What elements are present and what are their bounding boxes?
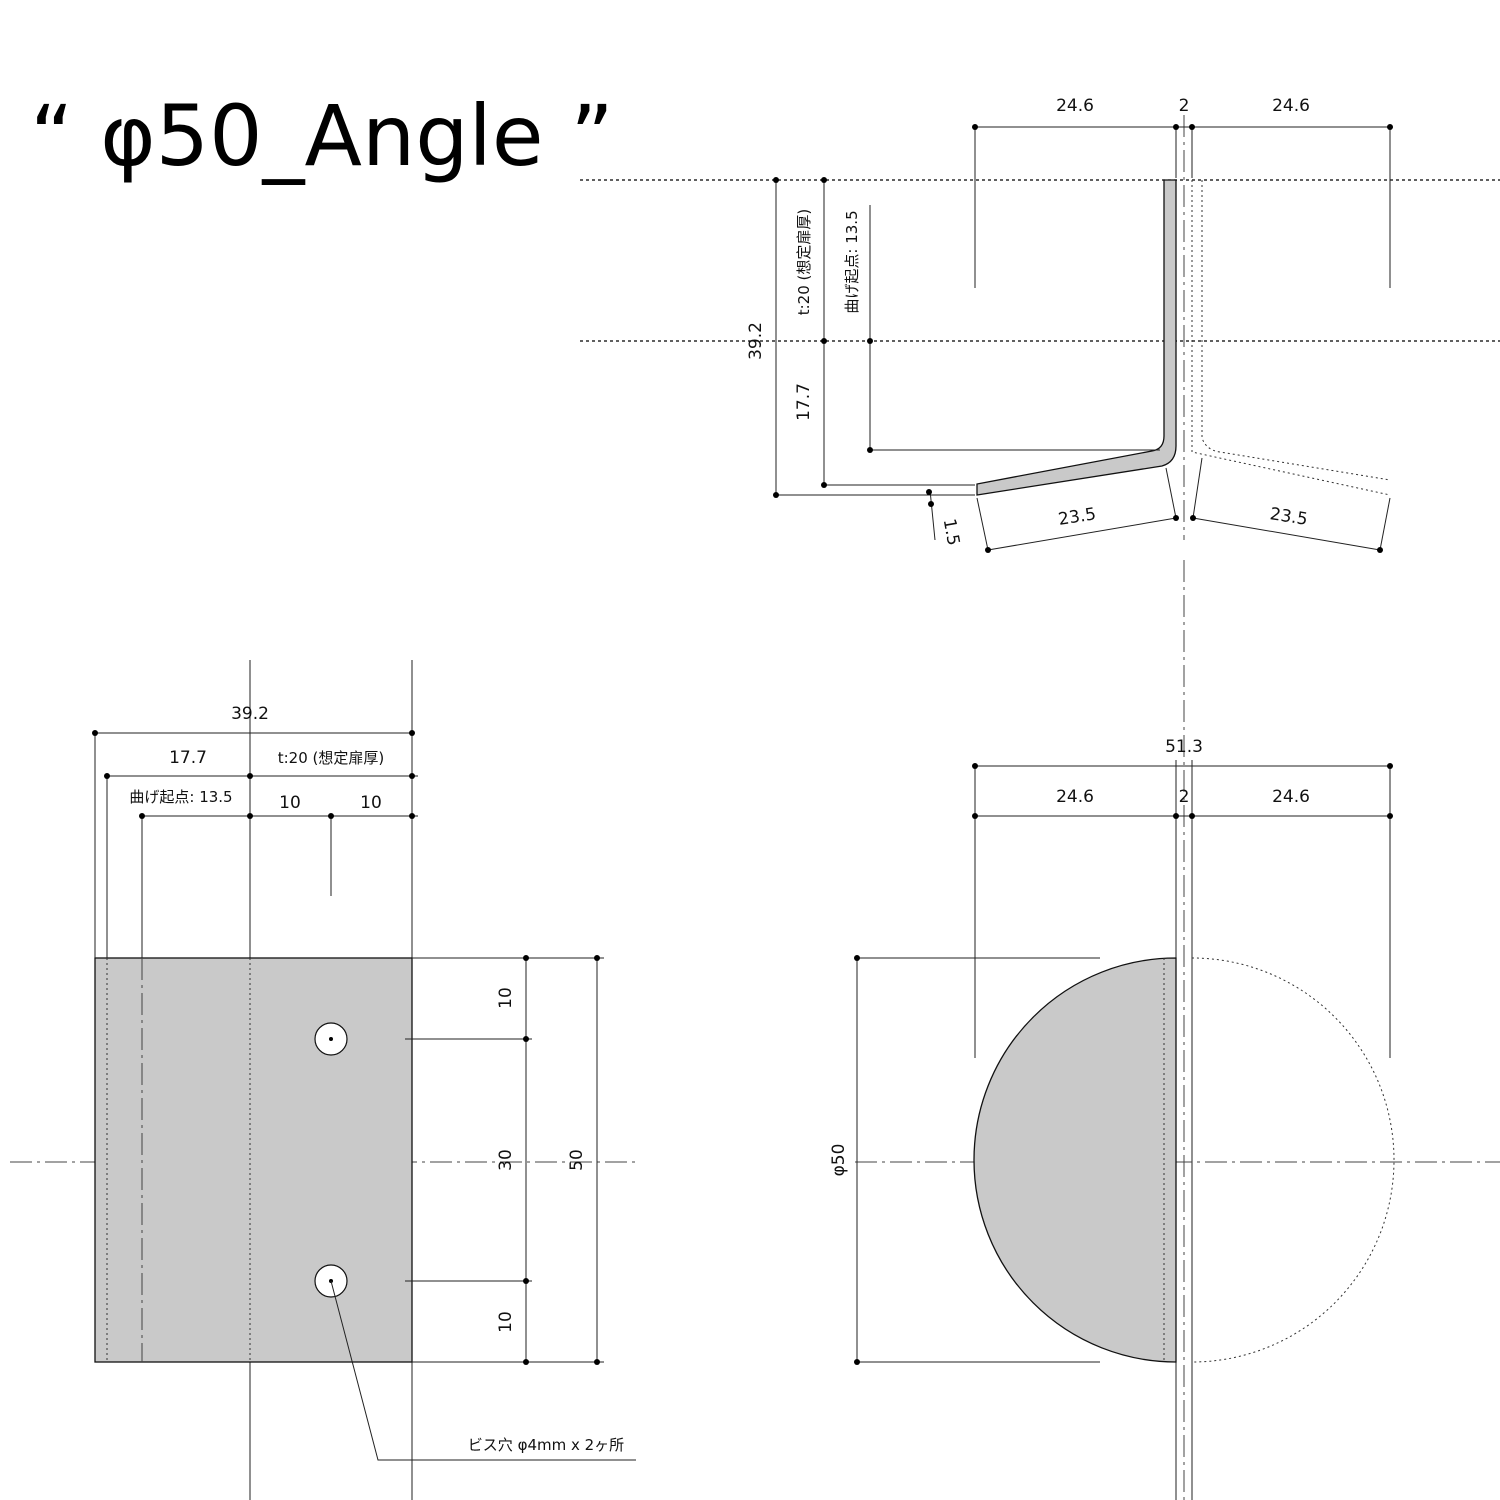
plate-dim-bend-label: 曲げ起点: 13.5 xyxy=(129,788,232,806)
side-dim-bend: 曲げ起点: 13.5 xyxy=(843,210,861,313)
plate-dim-hole-x1: 10 xyxy=(279,793,301,813)
ext-h xyxy=(976,497,989,551)
ext-k xyxy=(1379,497,1391,551)
side-dim-leg-right: 23.5 xyxy=(1269,504,1310,530)
plate-dim-v-mid: 30 xyxy=(496,1149,516,1171)
plate-view: 39.2 17.7 t:20 (想定扉厚) 曲げ起点: 13.5 10 10 1… xyxy=(10,660,640,1500)
front-view: 51.3 24.6 2 24.6 φ50 xyxy=(829,560,1500,1500)
screw-note: ビス穴 φ4mm x 2ヶ所 xyxy=(468,1436,624,1454)
mirror-outline xyxy=(1191,180,1391,496)
plate-dim-height: 50 xyxy=(567,1149,587,1171)
dim-line-leg-left xyxy=(987,517,1177,551)
front-dim-diameter-label: φ50 xyxy=(829,1144,849,1177)
side-dim-leg-left: 23.5 xyxy=(1057,504,1098,530)
plate-body xyxy=(94,957,413,1363)
side-dim-total: 39.2 xyxy=(746,322,766,360)
side-dim-lower: 17.7 xyxy=(794,383,814,421)
side-view: 24.6 2 24.6 39.2 t:20 (想定扉厚) 17.7 曲げ起点: … xyxy=(580,96,1500,553)
plate-dim-total-label: 39.2 xyxy=(231,704,269,724)
dim-line-leg-right xyxy=(1192,517,1381,551)
ext-i xyxy=(1165,467,1177,519)
front-dim-w-left: 24.6 xyxy=(1056,787,1094,807)
side-dim-door: t:20 (想定扉厚) xyxy=(795,209,813,316)
side-dim-rise: 1.5 xyxy=(939,517,963,547)
screw-note-leader xyxy=(330,1280,636,1461)
ext-j xyxy=(1192,457,1203,519)
side-dim-dots xyxy=(773,124,1393,553)
plate-dim-lower-label: 17.7 xyxy=(169,748,207,768)
plate-dim-door-label: t:20 (想定扉厚) xyxy=(278,749,385,767)
mirror-half-circle xyxy=(1191,957,1395,1363)
angle-section xyxy=(976,179,1177,496)
front-dim-w-right: 24.6 xyxy=(1272,787,1310,807)
side-dim-w-right: 24.6 xyxy=(1272,96,1310,116)
plate-dim-v-top: 10 xyxy=(496,987,516,1009)
plate-dim-dots xyxy=(92,730,600,1365)
drawing-title: “ φ50_Angle ” xyxy=(30,87,614,185)
front-dim-dots xyxy=(854,763,1393,1365)
front-dim-gap: 2 xyxy=(1179,787,1190,807)
half-disc xyxy=(973,957,1177,1363)
plate-dim-hole-x2: 10 xyxy=(360,793,382,813)
dim-line-rise xyxy=(929,489,936,541)
side-dim-w-left: 24.6 xyxy=(1056,96,1094,116)
front-dim-total-label: 51.3 xyxy=(1165,737,1203,757)
plate-dim-v-bot: 10 xyxy=(496,1311,516,1333)
side-dim-gap: 2 xyxy=(1179,96,1190,116)
